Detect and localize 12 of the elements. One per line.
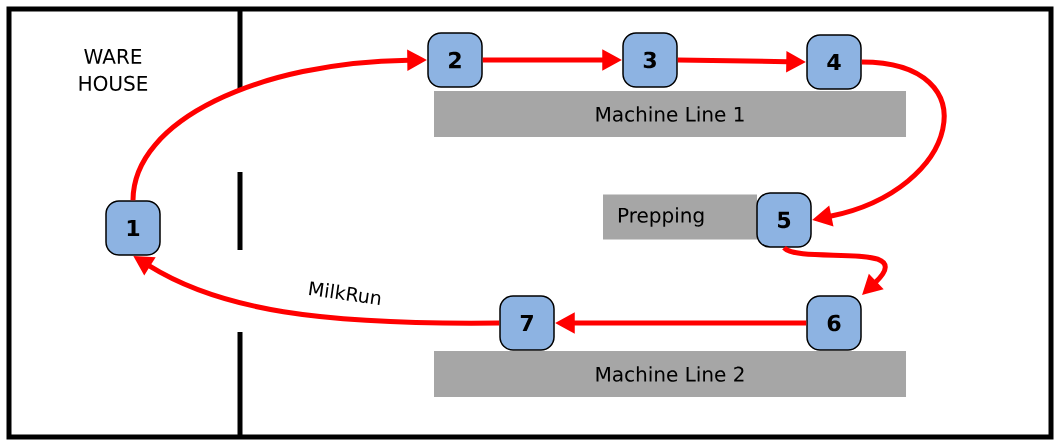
station-box: 4 — [806, 34, 862, 90]
station-box: 1 — [105, 200, 161, 256]
station-box: 5 — [756, 192, 812, 248]
edge-label: MilkRun — [304, 278, 386, 308]
machine-band: Prepping — [603, 194, 757, 240]
station-box: 3 — [622, 32, 678, 88]
machine-band: Machine Line 1 — [434, 91, 906, 137]
station-box: 6 — [806, 295, 862, 351]
machine-band: Machine Line 2 — [434, 351, 906, 397]
area-label: WARE HOUSE — [79, 49, 148, 91]
station-box: 2 — [427, 32, 483, 88]
station-box: 7 — [499, 295, 555, 351]
